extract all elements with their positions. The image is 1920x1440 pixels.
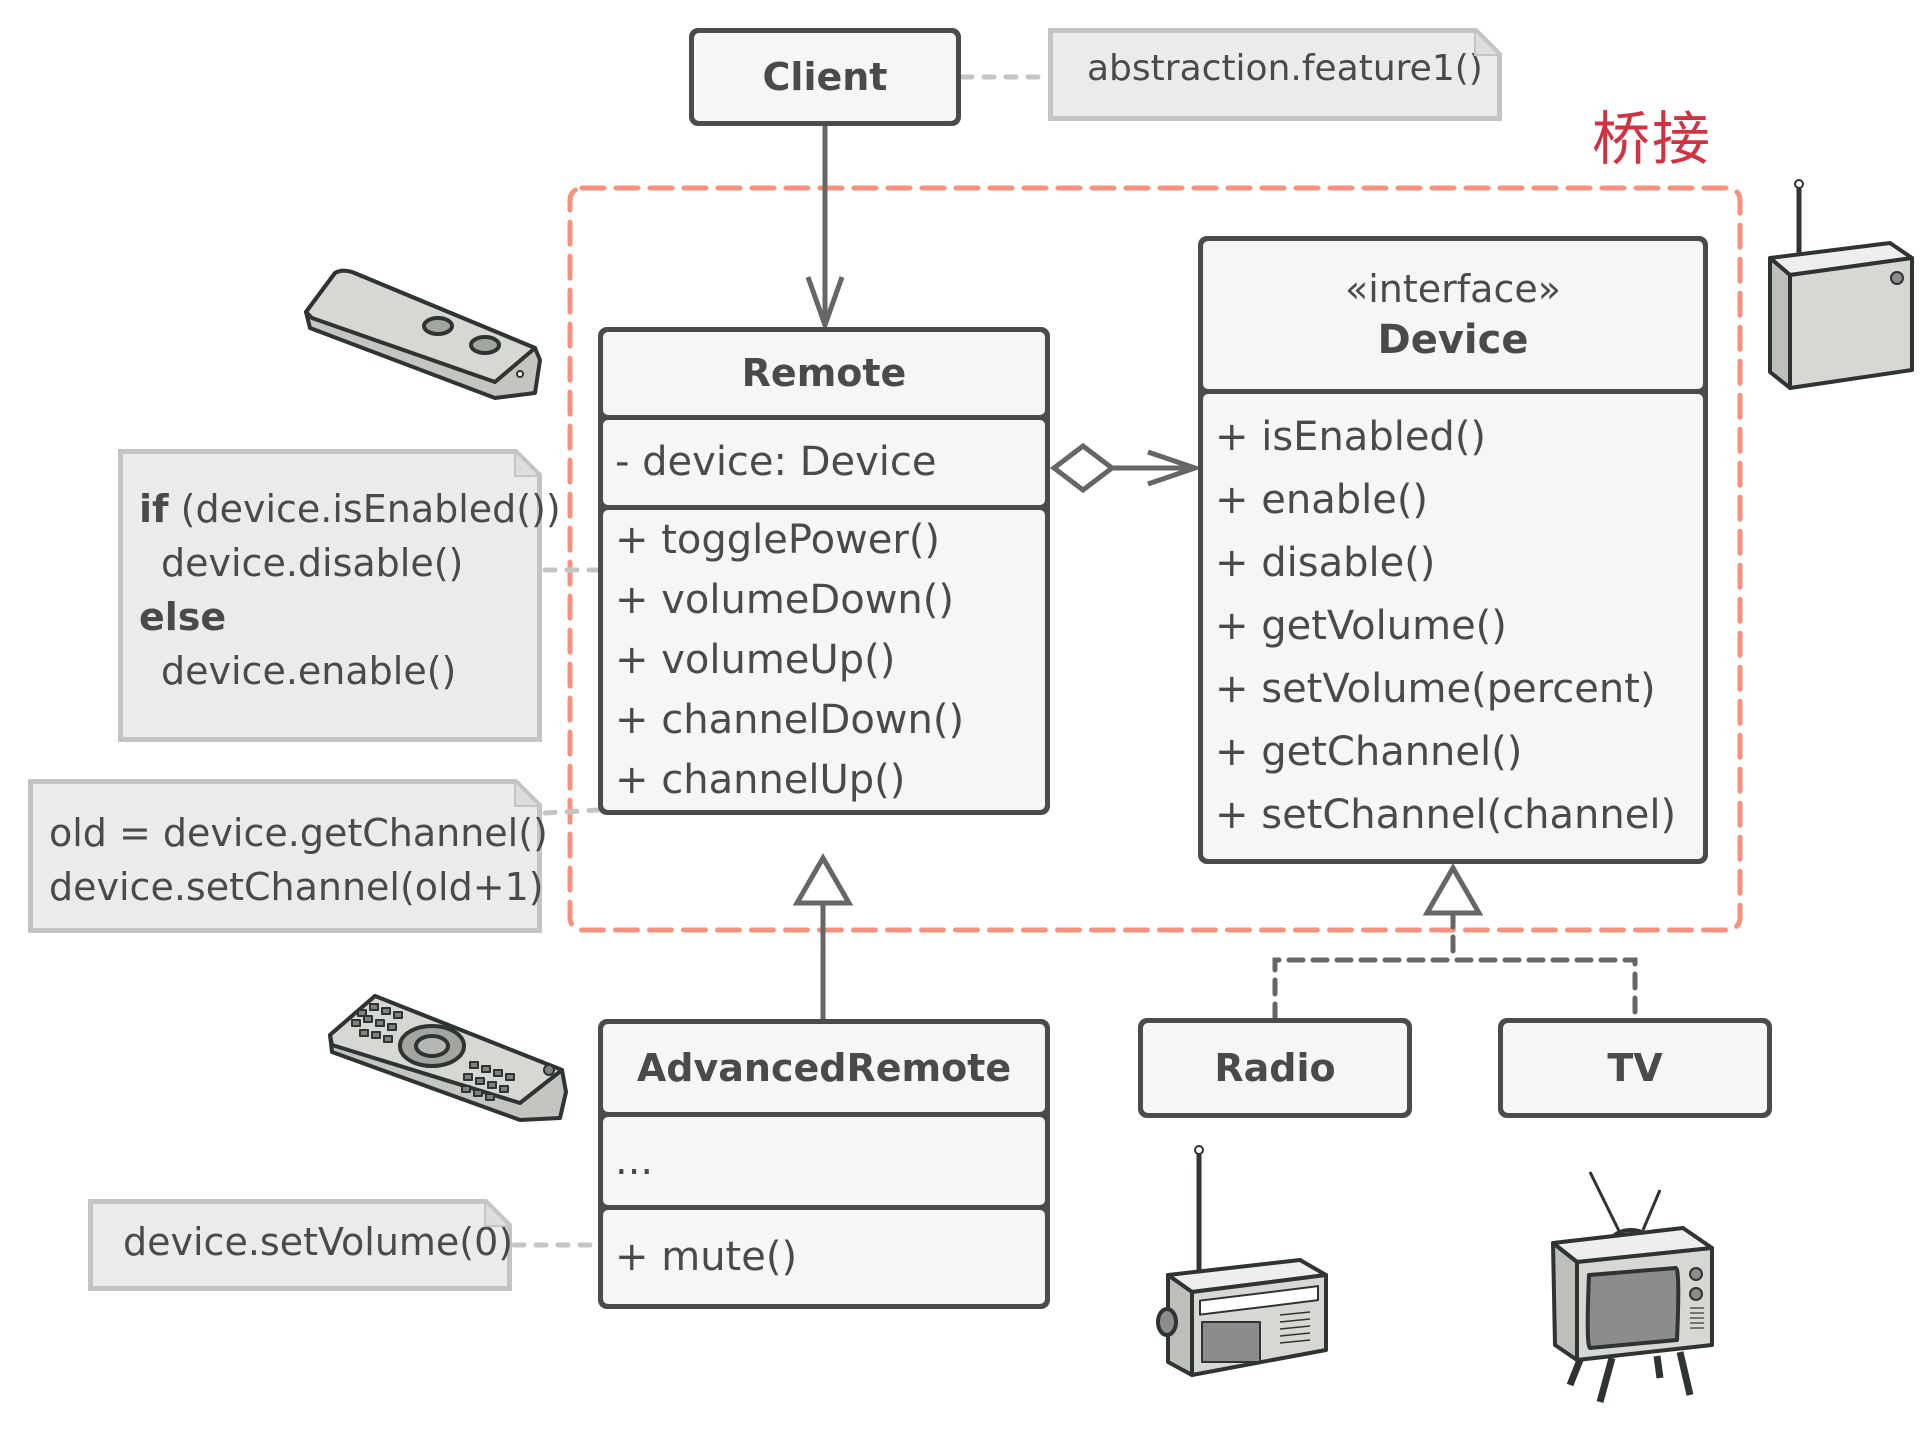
- device-method: + isEnabled(): [1215, 414, 1487, 460]
- note-line: if (device.isEnabled()): [139, 482, 561, 536]
- radio-name-label: Radio: [1214, 1046, 1336, 1090]
- note-line: device.enable(): [161, 649, 457, 693]
- implementation-arrows-device: [1272, 910, 1638, 1021]
- implementation-triangle: [1422, 863, 1484, 916]
- keyword-else: else: [139, 595, 227, 639]
- tv-class-name: TV: [1503, 1023, 1767, 1113]
- tv-name-label: TV: [1607, 1046, 1663, 1090]
- inheritance-arrow-advanced-remote: [792, 853, 854, 1020]
- remote-method: + channelDown(): [615, 697, 965, 743]
- client-class-name: Client: [694, 33, 956, 121]
- device-stereotype: «interface»: [1345, 267, 1561, 311]
- remote-class[interactable]: Remote - device: Device + togglePower() …: [598, 327, 1050, 815]
- advanced-remote-illustration: [328, 994, 568, 1122]
- note-client-call: abstraction.feature1(): [1048, 28, 1502, 121]
- note-toggle-power: if (device.isEnabled()) device.disable()…: [118, 449, 561, 742]
- remote-method: + togglePower(): [615, 517, 941, 563]
- advanced-remote-class-name: AdvancedRemote: [603, 1024, 1045, 1112]
- radio-class[interactable]: Radio: [1138, 1018, 1412, 1118]
- radio-box-illustration: [1768, 179, 1914, 390]
- device-method: + disable(): [1215, 540, 1436, 586]
- remote-fields: - device: Device: [603, 419, 1045, 505]
- note-line: device.setChannel(old+1): [49, 865, 544, 909]
- association-arrow-client-remote: [805, 126, 845, 333]
- aggregation-arrow-remote-device: [1049, 442, 1203, 494]
- device-method: + setVolume(percent): [1215, 666, 1656, 712]
- note-mute-text: device.setVolume(0): [123, 1220, 514, 1264]
- advanced-remote-fields: ...: [603, 1117, 1045, 1205]
- note-fold-icon: [484, 1199, 512, 1227]
- remote-methods: + togglePower() + volumeDown() + volumeU…: [603, 510, 1045, 810]
- note-channel-up: old = device.getChannel() device.setChan…: [28, 779, 548, 933]
- advanced-remote-methods: + mute(): [603, 1210, 1045, 1304]
- device-method: + enable(): [1215, 477, 1429, 523]
- device-method: + setChannel(channel): [1215, 792, 1677, 838]
- remote-name-label: Remote: [741, 351, 907, 396]
- device-methods: + isEnabled() + enable() + disable() + g…: [1203, 394, 1703, 859]
- advanced-remote-field: ...: [615, 1138, 654, 1184]
- note-line: else: [139, 590, 537, 644]
- remote-class-name: Remote: [603, 332, 1045, 415]
- remote-field-device: - device: Device: [615, 439, 937, 486]
- remote-method: + channelUp(): [615, 757, 906, 803]
- advanced-remote-name-label: AdvancedRemote: [636, 1046, 1012, 1090]
- device-method: + getVolume(): [1215, 603, 1507, 649]
- device-name-label: Device: [1377, 317, 1529, 363]
- keyword-if: if: [139, 487, 169, 531]
- tv-illustration: [1551, 1171, 1714, 1403]
- radio-illustration: [1156, 1145, 1328, 1377]
- tv-class[interactable]: TV: [1498, 1018, 1772, 1118]
- note-fold-icon: [514, 449, 542, 477]
- note-fold-icon: [1474, 28, 1502, 56]
- client-name-label: Client: [762, 55, 888, 99]
- advanced-remote-method: + mute(): [615, 1234, 798, 1280]
- radio-class-name: Radio: [1143, 1023, 1407, 1113]
- remote-method: + volumeUp(): [615, 637, 896, 683]
- bridge-title: 桥接: [1592, 105, 1713, 173]
- client-class[interactable]: Client: [689, 28, 961, 126]
- device-method: + getChannel(): [1215, 729, 1523, 775]
- device-interface[interactable]: «interface» Device + isEnabled() + enabl…: [1198, 236, 1708, 864]
- note-line: old = device.getChannel(): [49, 811, 548, 855]
- note-connector-channel-up: [542, 807, 601, 816]
- note-client-call-text: abstraction.feature1(): [1087, 48, 1483, 89]
- note-mute: device.setVolume(0): [88, 1199, 514, 1291]
- simple-remote-illustration: [304, 268, 542, 400]
- remote-method: + volumeDown(): [615, 577, 954, 623]
- note-fold-icon: [514, 779, 542, 807]
- note-line: device.disable(): [161, 541, 464, 585]
- advanced-remote-class[interactable]: AdvancedRemote ... + mute(): [598, 1019, 1050, 1309]
- device-class-name: «interface» Device: [1203, 241, 1703, 389]
- note-code: (device.isEnabled()): [168, 487, 561, 531]
